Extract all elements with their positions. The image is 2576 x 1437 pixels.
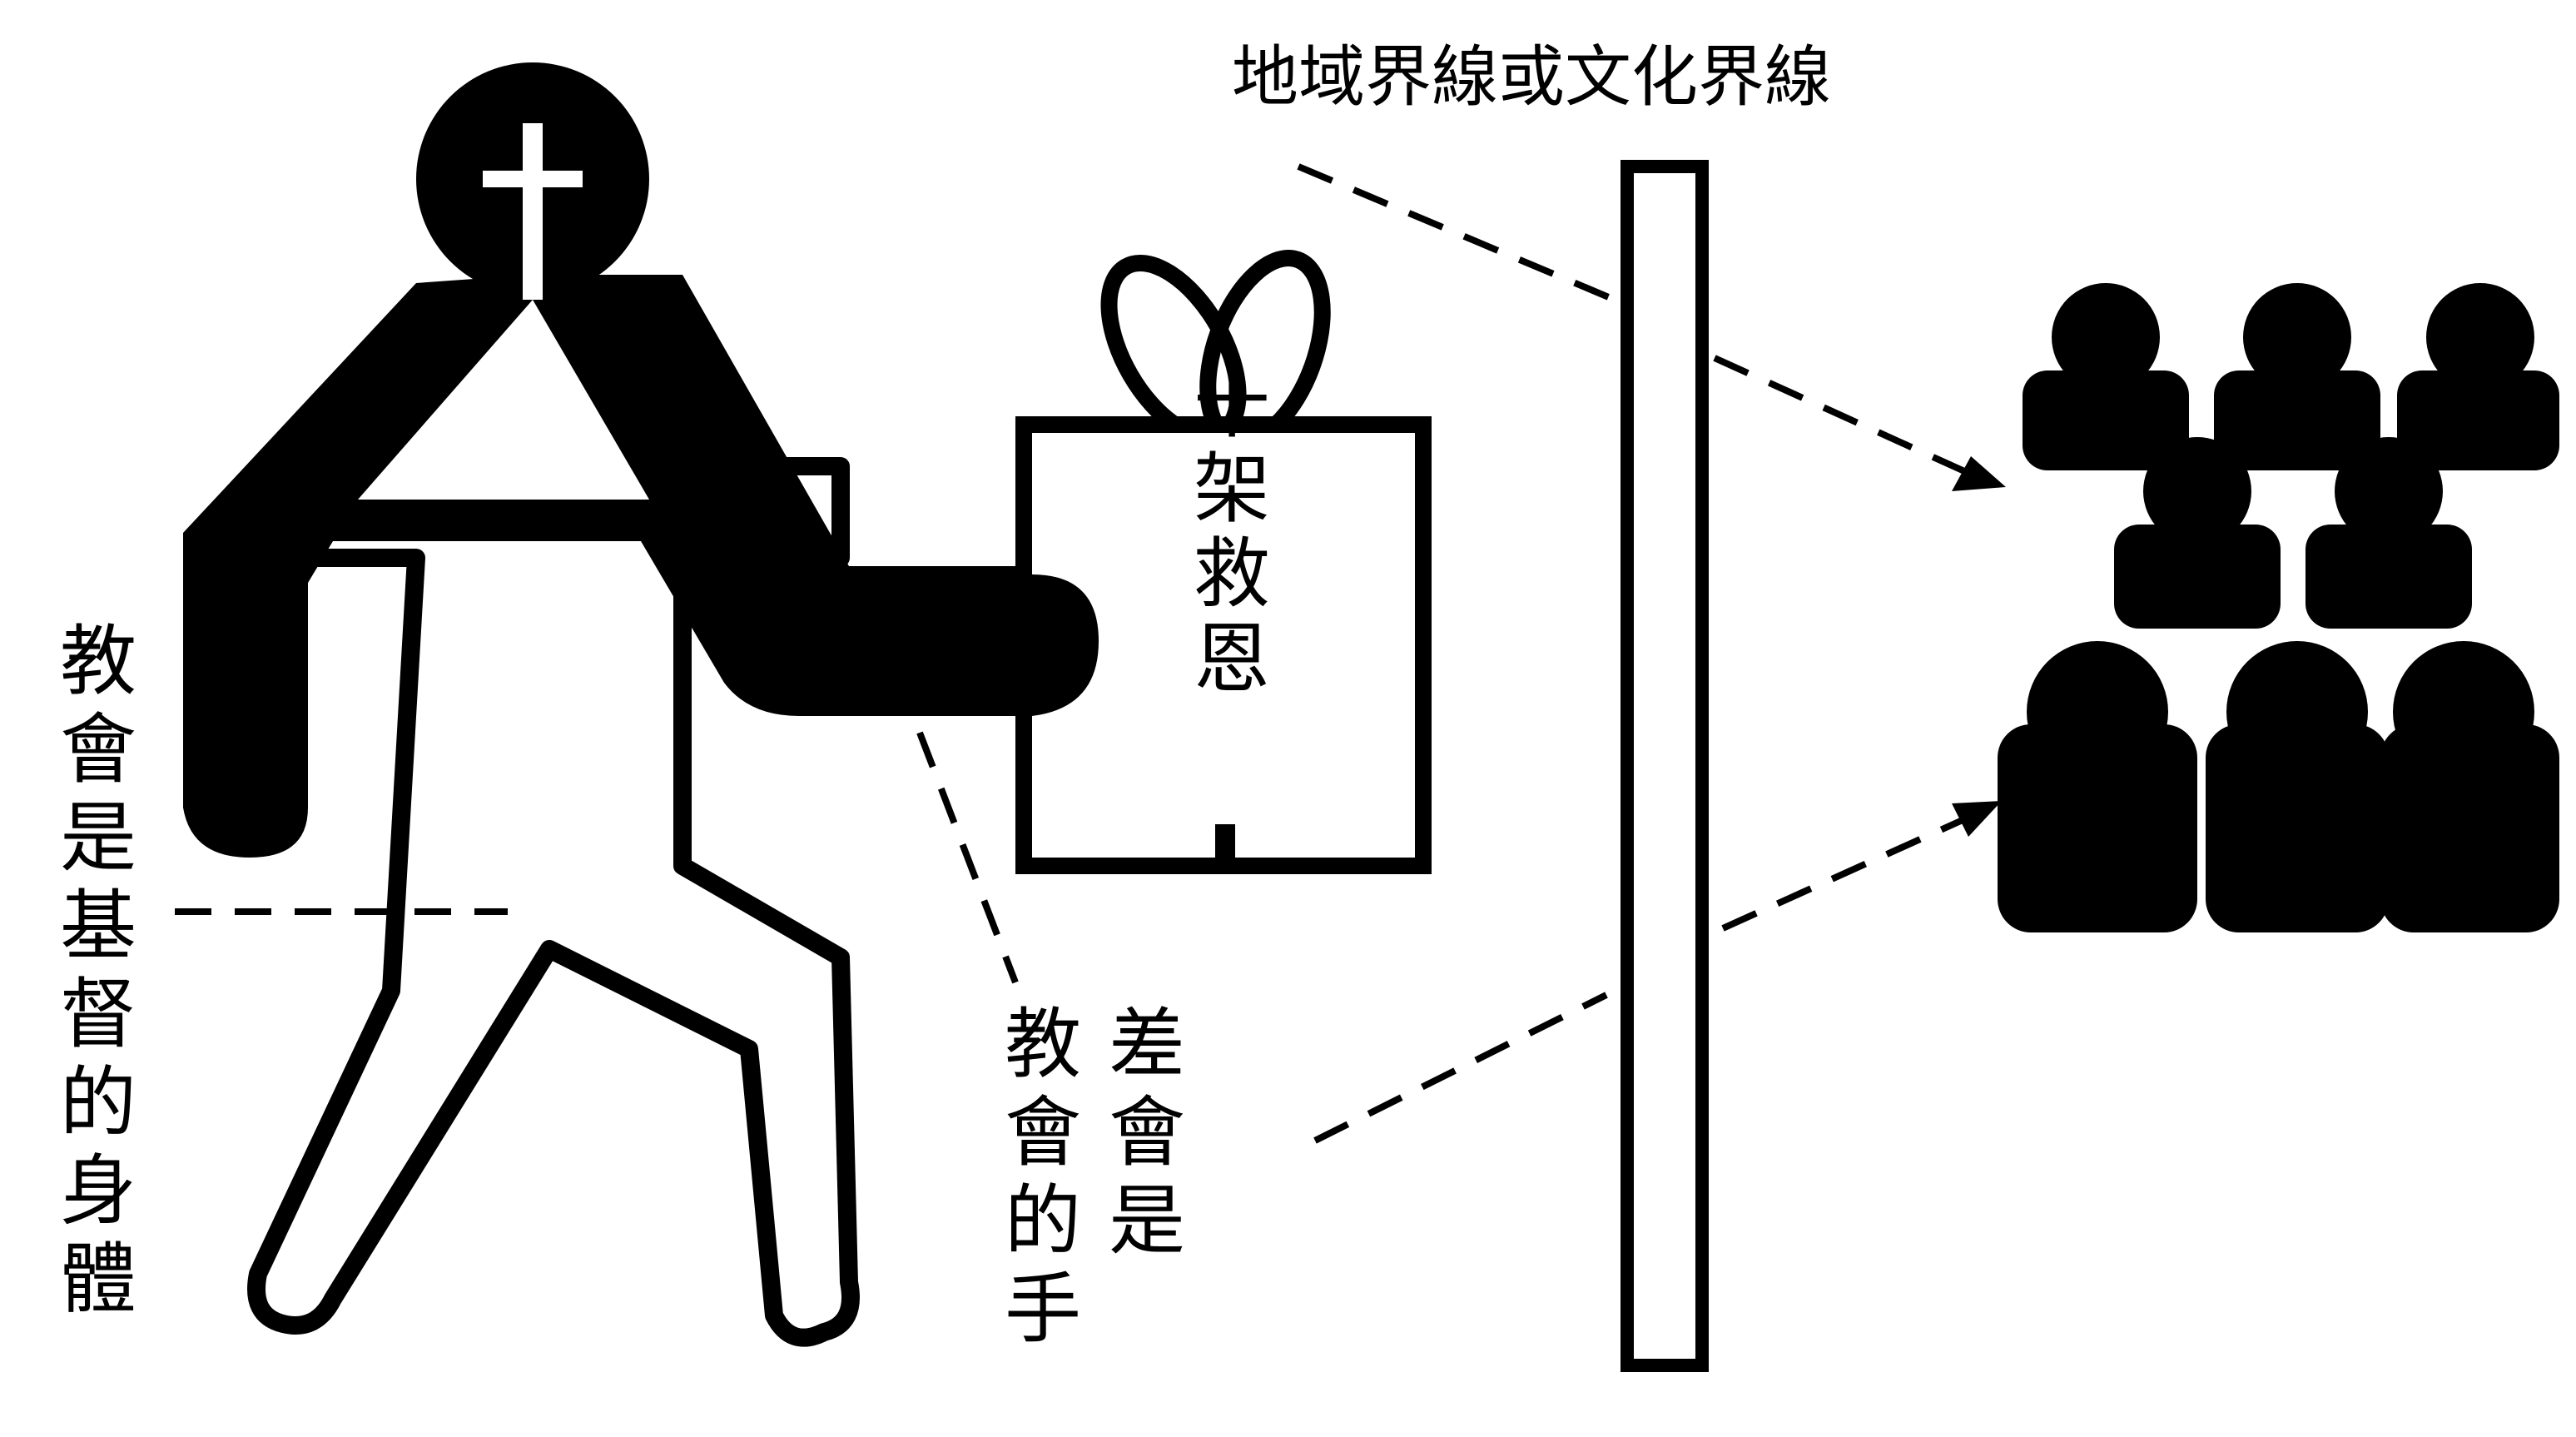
gift-box-tab [1215,824,1235,858]
person-icon [2023,283,2189,470]
person-icon [2380,641,2559,932]
arrow-head-top [1952,456,2006,491]
boundary-wall [1621,160,1709,1372]
cross-icon [483,123,583,300]
dash-arrow-bottom [1721,808,1983,932]
person-icon [2114,437,2281,629]
person-icon [2206,641,2389,932]
figure-hand [799,574,1099,716]
gift-label: 十架救恩 [1181,363,1270,703]
figure-body-outline [247,457,860,1347]
body-label: 教會是基督的身體 [47,620,136,1326]
gift-box: 十架救恩 [1015,250,1432,874]
dash-hand-pointer [916,731,1019,984]
person-icon [1998,641,2197,932]
dash-boundary-top [1297,163,1616,303]
people-group [1998,283,2559,932]
arrow-head-bottom [1952,801,2002,837]
boundary-label: 地域界線或文化界線 [1232,38,1831,116]
person-icon [2305,437,2472,629]
hand-label-col2: 教會的手 [992,1003,1081,1356]
person-icon [2397,283,2559,470]
dash-arrow-top [1713,355,1983,482]
figure-chest [358,300,649,500]
dash-boundary-bottom [1313,992,1608,1144]
person-icon [2214,283,2380,470]
hand-label-col1: 差會是 [1096,1003,1185,1268]
